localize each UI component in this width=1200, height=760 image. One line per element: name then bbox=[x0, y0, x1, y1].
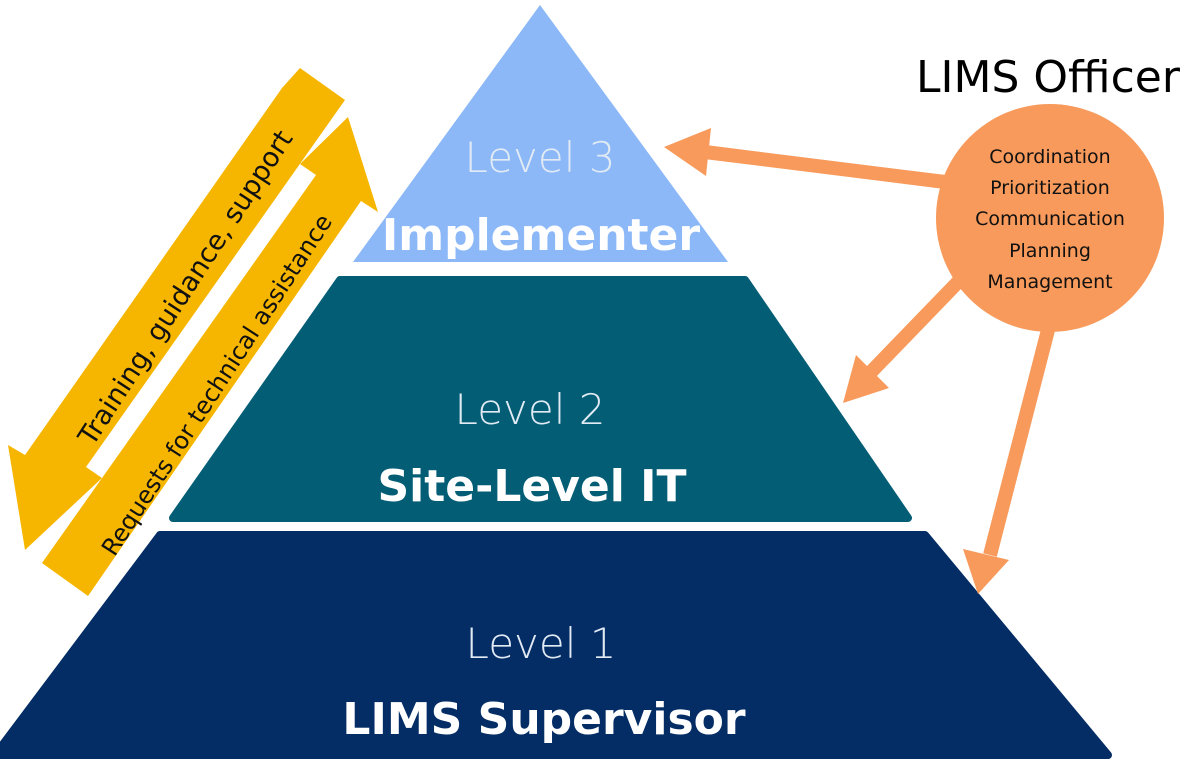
duty-prioritization: Prioritization bbox=[990, 177, 1110, 199]
pyramid: Level 3 Implementer Level 2 Site-Level I… bbox=[0, 5, 1112, 759]
pyramid-level-2 bbox=[169, 276, 912, 522]
duty-management: Management bbox=[987, 271, 1112, 293]
officer-to-level-1-arrow-shaft bbox=[983, 328, 1055, 557]
level-3-name: Implementer bbox=[382, 210, 701, 261]
officer-arrows bbox=[664, 128, 1055, 594]
duty-communication: Communication bbox=[975, 208, 1125, 230]
pyramid-level-3 bbox=[353, 5, 728, 262]
level-3-number: Level 3 bbox=[465, 133, 616, 182]
officer-to-level-3-arrow-shaft bbox=[704, 145, 946, 189]
level-1-name: LIMS Supervisor bbox=[342, 694, 745, 745]
level-2-name: Site-Level IT bbox=[377, 461, 686, 512]
officer-to-level-2-arrow-icon bbox=[843, 355, 889, 403]
officer-circle bbox=[936, 104, 1164, 332]
officer-to-level-3-arrow-icon bbox=[664, 128, 711, 176]
pyramid-level-1 bbox=[0, 531, 1112, 759]
officer-title: LIMS Officer bbox=[916, 52, 1181, 103]
duty-coordination: Coordination bbox=[989, 146, 1110, 168]
training-arrow-icon bbox=[8, 68, 345, 550]
officer-to-level-1-arrow-icon bbox=[963, 549, 1009, 594]
lims-officer: LIMS Officer Coordination Prioritization… bbox=[916, 52, 1181, 332]
level-1-number: Level 1 bbox=[466, 619, 617, 668]
level-2-number: Level 2 bbox=[455, 385, 606, 434]
duty-planning: Planning bbox=[1009, 240, 1091, 262]
requests-arrow-icon bbox=[42, 117, 378, 596]
officer-to-level-2-arrow-shaft bbox=[865, 277, 964, 377]
